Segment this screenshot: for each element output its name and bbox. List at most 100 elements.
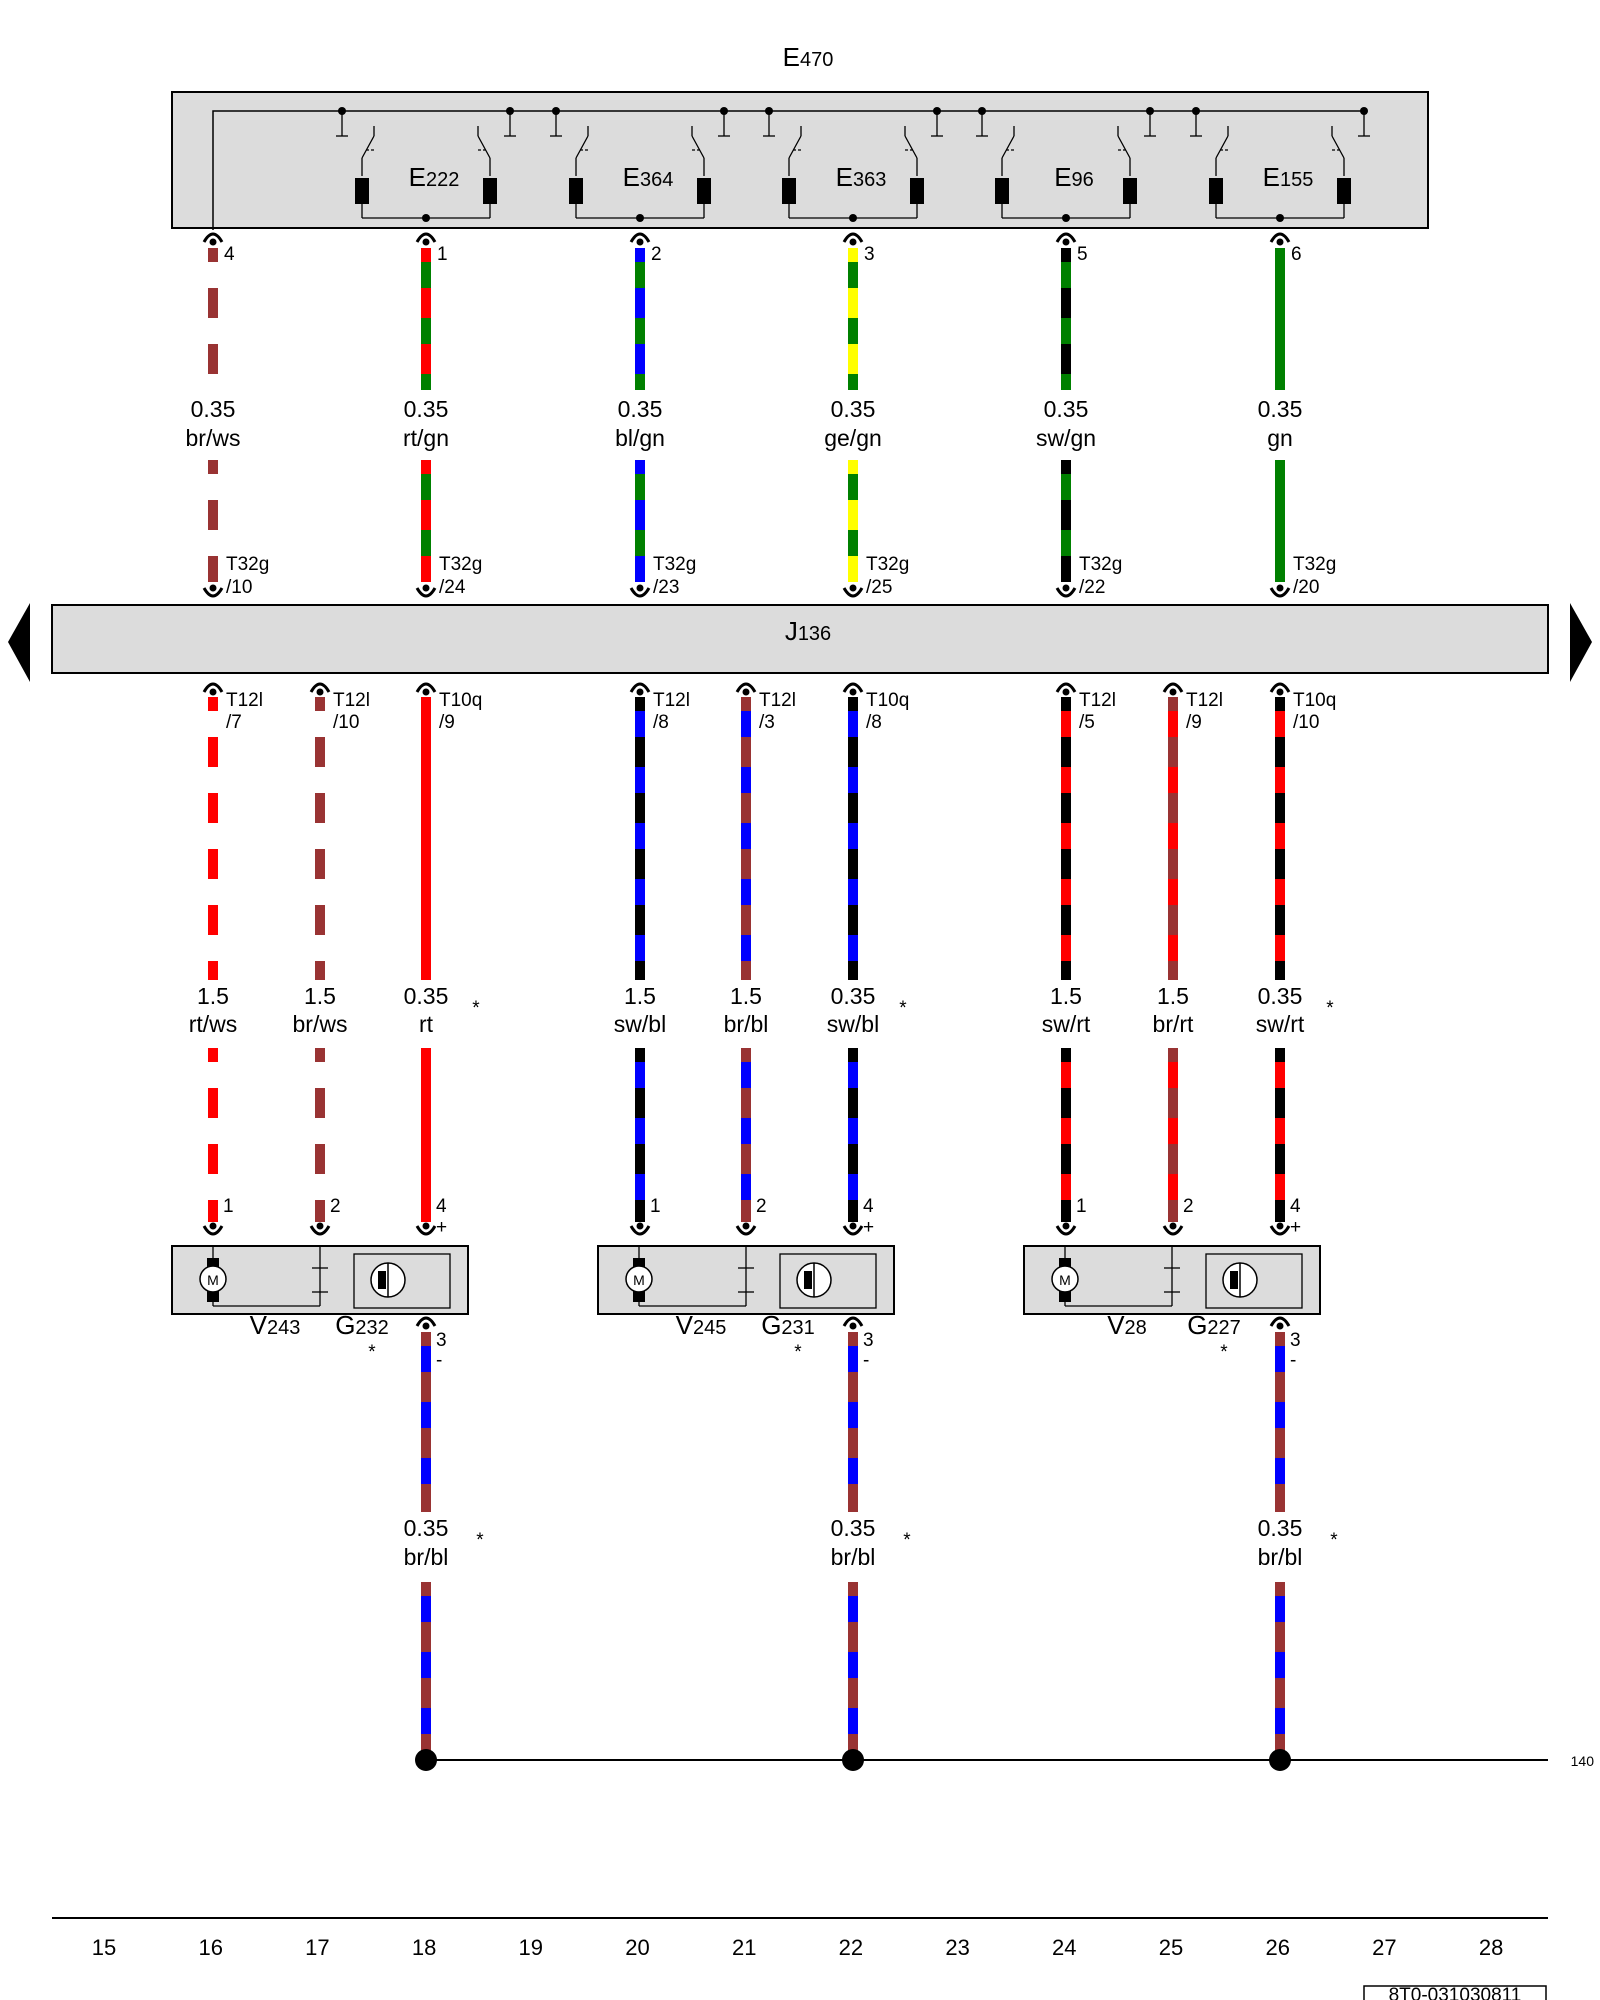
ground-terminal-1-dot [849,1322,857,1330]
top-wire-upper-0-stripe [208,318,218,344]
top-wire-upper-2-stripe [635,318,645,344]
switch-pair-0 [336,107,516,222]
j136-bottom-terminal-0-dot [209,688,217,696]
ground-wire-lower-2-stripe [1275,1708,1285,1734]
switch-blade [1215,135,1229,159]
column-number: 21 [732,1935,756,1960]
switch-label-222: E222 [409,162,460,192]
top-terminal-3-dot [849,238,857,246]
motor-top-terminal-1-arc [309,1225,331,1236]
j136-bottom-terminal-0-arc [202,682,224,693]
bottom-wire-lower-1-stripe [315,1118,325,1144]
top-pin-label: 3 [864,244,875,265]
bottom-wire-upper-4-stripe [741,823,751,849]
top-wire-upper-3-stripe [848,374,858,390]
resistor-block [1209,178,1223,204]
top-wire-lower-3 [848,460,858,582]
sensor-label-232-letter: G [335,1310,355,1340]
bottom-wire-upper-8-stripe [1275,823,1285,849]
motor-top-terminal-6-dot [1062,1222,1070,1230]
ground-star-marker: * [476,1530,484,1551]
bottom-wire-upper-7-stripe [1168,711,1178,737]
bottom-wire-lower-8-stripe [1275,1174,1285,1200]
top-plug-pin: /10 [226,577,252,598]
ground-wire-lower-1-stripe [848,1596,858,1622]
j136-top-terminal-3 [842,584,864,598]
ground-pin-sign: - [863,1350,869,1371]
j136-top-terminal-2-arc [629,587,651,598]
j136-bottom-terminal-4-dot [742,688,750,696]
bottom-wire-lower-1-stripe [315,1174,325,1200]
motor-icon [625,1265,653,1293]
top-wire-upper-5 [1275,248,1285,390]
top-wire-upper-1-stripe [421,318,431,344]
motor-symbol: M [633,1272,645,1288]
bottom-plug-pin: /8 [653,712,669,733]
bottom-wire-lower-3-stripe [635,1062,645,1088]
switch-label-364-letter: E [623,162,640,192]
j136-bottom-terminal-7-dot [1169,688,1177,696]
bottom-wire-upper-6-stripe [1061,823,1071,849]
bottom-wire-upper-6-stripe [1061,879,1071,905]
j136-bottom-terminal-3 [629,682,651,696]
switch-label-96: E96 [1054,162,1094,192]
top-wire-upper-0-stripe [208,374,218,390]
j136-bottom-terminal-6-dot [1062,688,1070,696]
column-number: 20 [625,1935,649,1960]
ground-wire-upper-0-stripe [421,1458,431,1484]
motor-pin-sign: + [1290,1217,1301,1238]
switch-pair-1 [550,107,730,222]
bottom-wire-size: 1.5 [304,983,336,1009]
motor-top-terminal-4 [735,1222,757,1236]
control-unit-label: J136 [785,616,831,646]
motor-label-245-number: 245 [693,1317,726,1339]
motor-top-terminal-8 [1269,1222,1291,1236]
switch-pair-2 [763,107,943,222]
column-number: 23 [945,1935,969,1960]
motor-pin-label: 2 [756,1196,767,1217]
motor-top-terminal-3 [629,1222,651,1236]
top-pin-label: 4 [224,244,235,265]
resistor-block [697,178,711,204]
sensor-label-231: G231 [761,1310,815,1340]
ground-pin-label: 3 [436,1330,447,1351]
top-terminal-5 [1269,232,1291,246]
bottom-plug-pin: /7 [226,712,242,733]
motor-label-28: V28 [1107,1310,1147,1340]
bottom-wire-upper-5-stripe [848,823,858,849]
top-plug-pin: /22 [1079,577,1105,598]
sensor-element [804,1271,812,1289]
column-number: 22 [839,1935,863,1960]
motor-label-245: V245 [676,1310,727,1340]
switch-label-155-letter: E [1263,162,1280,192]
bottom-wire-size: 0.35 [404,983,449,1009]
j136-bottom-terminal-0 [202,682,224,696]
top-terminal-2-dot [636,238,644,246]
bottom-wire-upper-0-stripe [208,879,218,905]
motor-unit-243 [171,1245,469,1315]
motor-top-terminal-5-arc [842,1225,864,1236]
top-terminal-3-arc [842,232,864,243]
bottom-wire-upper-5-stripe [848,767,858,793]
bottom-plug-label: T10q [1293,690,1336,711]
motor-label-245-letter: V [676,1310,694,1340]
bottom-plug-pin: /3 [759,712,775,733]
j136-top-terminal-5 [1269,584,1291,598]
top-plug-label: T32g [1079,554,1122,575]
resistor-block [355,178,369,204]
bottom-plug-pin: /10 [1293,712,1319,733]
ground-terminal-1 [842,1316,864,1330]
bottom-plug-label: T12l [333,690,370,711]
top-wire-upper-4-stripe [1061,374,1071,390]
bottom-wire-upper-3-stripe [635,767,645,793]
bottom-wire-upper-8-stripe [1275,711,1285,737]
motor-symbol: M [207,1272,219,1288]
j136-bottom-terminal-8-dot [1276,688,1284,696]
j136-bottom-terminal-1 [309,682,331,696]
j136-bottom-terminal-7 [1162,682,1184,696]
sensor-box [1205,1253,1303,1309]
top-wire-lower-2-stripe [635,474,645,500]
motor-pin-label: 2 [1183,1196,1194,1217]
top-wire-lower-2 [635,460,645,582]
